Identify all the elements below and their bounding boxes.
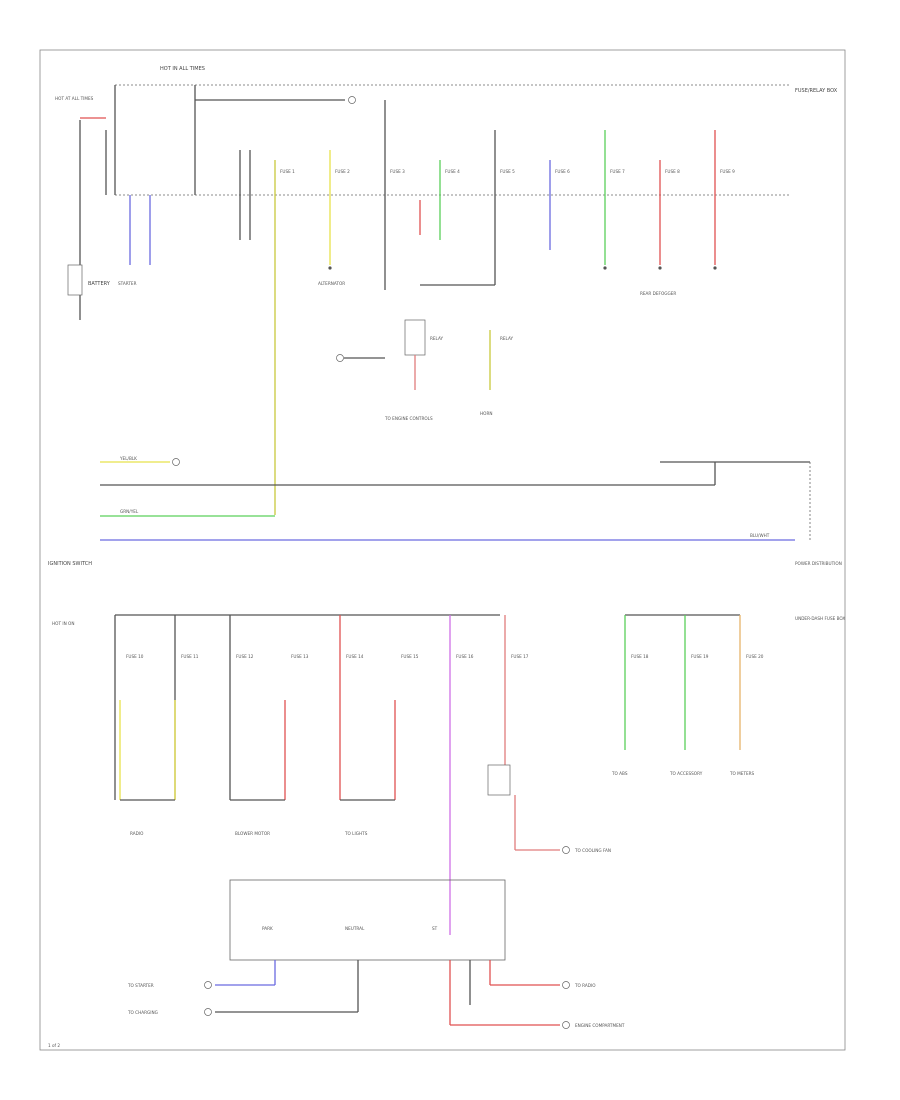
fuse-10-label: FUSE 10 bbox=[126, 654, 144, 659]
to-meters-label: TO METERS bbox=[729, 771, 755, 776]
relay-bottom-symbol bbox=[487, 764, 511, 796]
relay-a-label: RELAY bbox=[430, 336, 444, 341]
ground-pin bbox=[713, 266, 717, 270]
blu-wire-label: BLU/WHT bbox=[750, 533, 770, 538]
relay-a-symbol bbox=[404, 319, 426, 356]
fuse-11-label: FUSE 11 bbox=[181, 654, 199, 659]
ground-pin bbox=[658, 266, 662, 270]
fuse-20-label: FUSE 20 bbox=[746, 654, 764, 659]
diagram-frame bbox=[39, 49, 846, 1051]
relay-connector-left bbox=[336, 354, 344, 362]
fuse-1-label: FUSE 1 bbox=[280, 169, 295, 174]
fuse-4-label: FUSE 4 bbox=[445, 169, 460, 174]
park-label: PARK bbox=[262, 926, 273, 931]
to-radio-connector bbox=[562, 981, 570, 989]
ground-pin bbox=[328, 266, 332, 270]
hot-label-top: HOT IN ALL TIMES bbox=[160, 66, 205, 72]
ground-pin bbox=[603, 266, 607, 270]
alternator-label: ALTERNATOR bbox=[318, 281, 345, 286]
dash-box-label: UNDER-DASH FUSE BOX bbox=[795, 616, 845, 621]
top-fuse-drops bbox=[239, 130, 716, 515]
fuse-13-label: FUSE 13 bbox=[291, 654, 309, 659]
to-cooling-connector bbox=[562, 846, 570, 854]
blower-label: BLOWER MOTOR bbox=[235, 831, 270, 836]
to-radio-label: TO RADIO bbox=[574, 983, 596, 988]
to-lights-label: TO LIGHTS bbox=[344, 831, 368, 836]
fuse-15-label: FUSE 15 bbox=[401, 654, 419, 659]
to-accessory-label: TO ACCESSORY bbox=[669, 771, 703, 776]
to-starter-connector bbox=[204, 981, 212, 989]
to-engine-label: TO ENGINE CONTROLS bbox=[384, 416, 433, 421]
relay-connector-top bbox=[348, 96, 356, 104]
fuse-9-label: FUSE 9 bbox=[720, 169, 735, 174]
to-abs-label: TO ABS bbox=[611, 771, 628, 776]
fuse-box-label: FUSE/RELAY BOX bbox=[795, 88, 838, 94]
fuse-6-label: FUSE 6 bbox=[555, 169, 570, 174]
grn-wire-label: GRN/YEL bbox=[120, 509, 139, 514]
ignition-switch-label: IGNITION SWITCH bbox=[48, 561, 92, 567]
fuse-12-label: FUSE 12 bbox=[236, 654, 254, 659]
ignition-switch-wires bbox=[100, 458, 795, 541]
engine-comp-label: ENGINE COMPARTMENT bbox=[575, 1023, 625, 1028]
page-id-label: 1 of 2 bbox=[48, 1043, 60, 1048]
fuse-8-label: FUSE 8 bbox=[665, 169, 680, 174]
to-charging-label: TO CHARGING bbox=[127, 1010, 158, 1015]
relay-b-label: RELAY bbox=[500, 336, 514, 341]
starter-label: STARTER bbox=[118, 281, 137, 286]
fuse-19-label: FUSE 19 bbox=[691, 654, 709, 659]
neutral-label: NEUTRAL bbox=[345, 926, 365, 931]
hot-in-on-label: HOT IN ON bbox=[52, 621, 74, 626]
bottom-fuse-drops bbox=[119, 615, 741, 935]
yel-wire-label: YEL/BLK bbox=[119, 456, 137, 461]
fuse-7-label: FUSE 7 bbox=[610, 169, 625, 174]
to-starter-label: TO STARTER bbox=[127, 983, 154, 988]
fuse-3-label: FUSE 3 bbox=[390, 169, 405, 174]
to-charging-connector bbox=[204, 1008, 212, 1016]
fuse-17-label: FUSE 17 bbox=[511, 654, 529, 659]
fuse-5-label: FUSE 5 bbox=[500, 169, 515, 174]
fuse-2-label: FUSE 2 bbox=[335, 169, 350, 174]
hot-at-all-label: HOT AT ALL TIMES bbox=[55, 96, 94, 101]
radio-label: RADIO bbox=[130, 831, 144, 836]
to-engine-connector bbox=[562, 1021, 570, 1029]
st-label: ST bbox=[432, 926, 438, 931]
fuse-18-label: FUSE 18 bbox=[631, 654, 649, 659]
horn-label: HORN bbox=[480, 411, 493, 416]
position-switch-box bbox=[229, 879, 506, 961]
to-cooling-label: TO COOLING FAN bbox=[574, 848, 611, 853]
power-dist-label: POWER DISTRIBUTION bbox=[795, 561, 842, 566]
rear-defogger-label: REAR DEFOGGER bbox=[640, 291, 676, 296]
battery-label: BATTERY bbox=[88, 281, 111, 287]
battery-symbol bbox=[67, 264, 83, 296]
fuse-16-label: FUSE 16 bbox=[456, 654, 474, 659]
fuse-14-label: FUSE 14 bbox=[346, 654, 364, 659]
